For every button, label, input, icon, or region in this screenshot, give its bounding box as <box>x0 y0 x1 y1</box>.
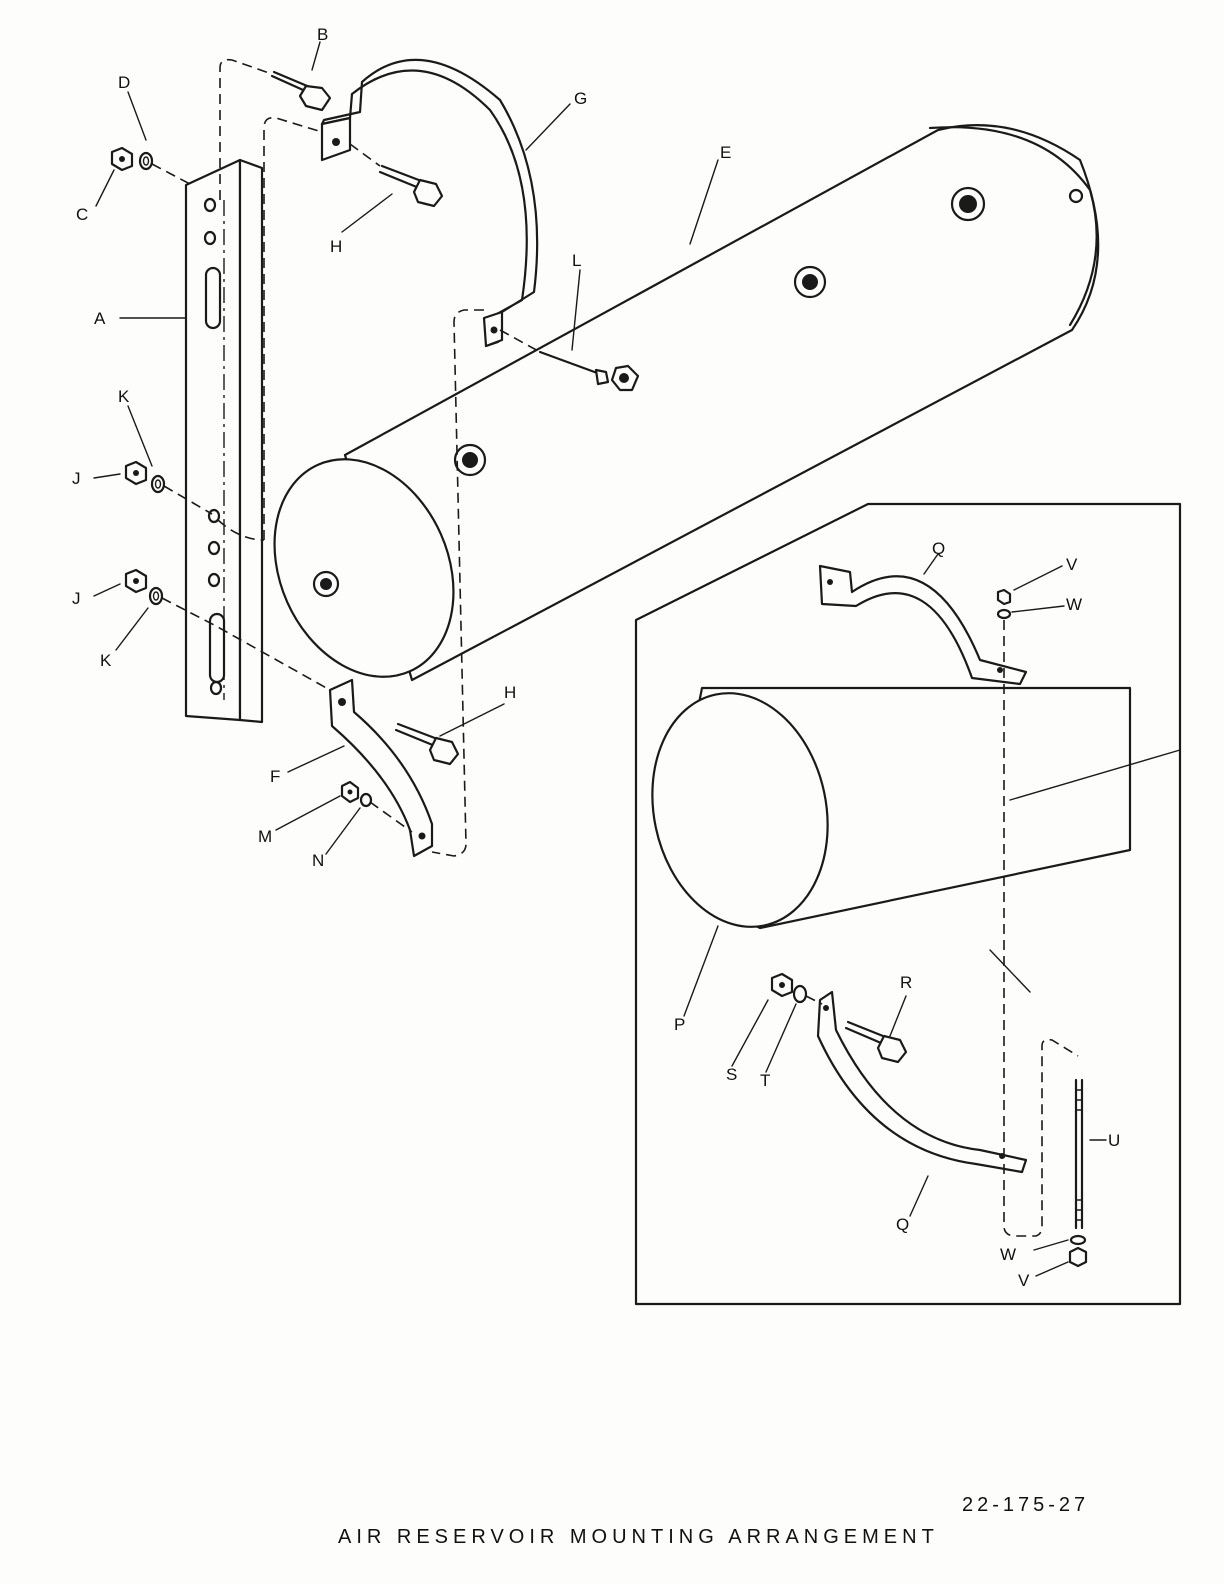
nut-m <box>340 780 360 804</box>
inset-view <box>634 502 1182 1306</box>
bolt-l <box>538 350 640 392</box>
callouts: B D C G E H L A K J J K H F M N Q V W P … <box>72 25 1120 1290</box>
callout-f: F <box>270 767 280 786</box>
callout-w-upper: W <box>1066 595 1082 614</box>
callout-g: G <box>574 89 587 108</box>
washer-k-lower <box>148 586 164 606</box>
callout-u: U <box>1108 1131 1120 1150</box>
callout-a: A <box>94 309 106 328</box>
callout-j-lower: J <box>72 589 81 608</box>
mounting-bracket <box>184 158 264 724</box>
callout-k-upper: K <box>118 387 130 406</box>
callout-w-lower: W <box>1000 1245 1016 1264</box>
callout-v-upper: V <box>1066 555 1078 574</box>
callout-l: L <box>572 251 581 270</box>
callout-q-lower: Q <box>896 1215 909 1234</box>
callout-e: E <box>720 143 731 162</box>
lower-strap <box>328 678 434 858</box>
callout-j-upper: J <box>72 469 81 488</box>
nut-c <box>110 146 134 172</box>
nut-j-upper <box>124 460 148 486</box>
bolt-b <box>270 70 332 112</box>
washer-n <box>359 792 373 808</box>
callout-b: B <box>317 25 328 44</box>
drawing-number: 22-175-27 <box>962 1494 1090 1516</box>
callout-d: D <box>118 73 130 92</box>
callout-h-lower: H <box>504 683 516 702</box>
callout-p: P <box>674 1015 685 1034</box>
callout-r: R <box>900 973 912 992</box>
nut-j-lower <box>124 568 148 594</box>
callout-k-lower: K <box>100 651 112 670</box>
bolt-h-lower <box>394 722 460 766</box>
bolt-h-upper <box>378 164 444 208</box>
leader-lines <box>93 41 1107 1277</box>
drawing-title: AIR RESERVOIR MOUNTING ARRANGEMENT <box>338 1526 939 1548</box>
assembly-lines <box>151 58 541 857</box>
callout-m: M <box>258 827 272 846</box>
callout-h-upper: H <box>330 237 342 256</box>
callout-c: C <box>76 205 88 224</box>
callout-n: N <box>312 851 324 870</box>
washer-k-upper <box>150 474 166 494</box>
upper-strap <box>320 58 539 348</box>
callout-t: T <box>760 1071 770 1090</box>
callout-s: S <box>726 1065 737 1084</box>
callout-q-upper: Q <box>932 539 945 558</box>
washer-d <box>138 151 154 171</box>
callout-v-lower: V <box>1018 1271 1030 1290</box>
air-reservoir-tank <box>273 124 1100 682</box>
